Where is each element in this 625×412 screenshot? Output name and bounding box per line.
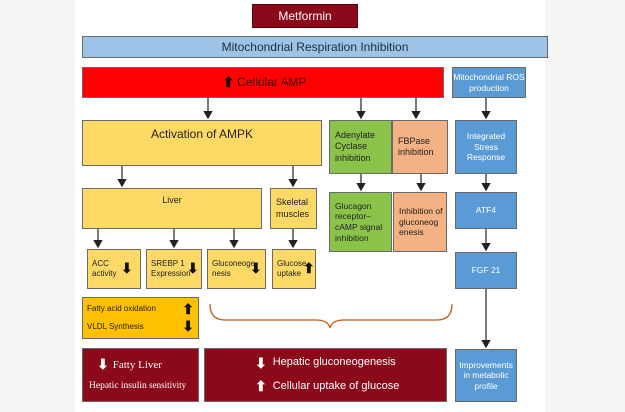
glucagon-box: Glucagon receptor– cAMP signal inhibitio… — [329, 192, 392, 252]
liver-label: Liver — [162, 195, 182, 205]
fbpase-label: FBPase inhibition — [398, 135, 434, 157]
acc-box: ACC activity ⬇ — [87, 249, 141, 289]
up-arrow-icon: ⬆ — [182, 300, 194, 317]
isr-label: Integrated Stress Response — [466, 131, 506, 163]
fgf21-box: FGF 21 — [455, 252, 517, 289]
inhibition-gluco-box: Inhibition of gluconeog enesis — [393, 192, 447, 252]
up-arrow-icon: ⬆ — [255, 378, 267, 394]
cellular-uptake-label: Cellular uptake of glucose — [272, 379, 400, 392]
mito-respiration-box: Mitochondrial Respiration Inhibition — [82, 36, 548, 58]
hepatic-insulin-label: Hepatic insulin — [89, 381, 147, 392]
down-arrow-icon: ⬇ — [97, 357, 109, 373]
down-arrow-icon: ⬇ — [255, 354, 267, 371]
down-arrow-icon: ⬇ — [250, 260, 262, 277]
skeletal-box: Skeletal muscles — [270, 188, 317, 229]
ampk-box: Activation of AMPK — [82, 120, 322, 166]
down-arrow-icon: ⬇ — [182, 318, 194, 334]
mito-ros-box: Mitochondrial ROS production — [452, 67, 526, 98]
metformin-label: Metformin — [278, 8, 332, 23]
gluconeo-box: Gluconeoge nesis ⬇ — [207, 249, 266, 289]
fatty-acid-label: Fatty acid oxidation — [87, 304, 156, 314]
mito-ros-label: Mitochondrial ROS production — [453, 71, 525, 93]
up-arrow-icon: ⬆ — [222, 73, 235, 90]
improvements-label: Improvements in metabolic profile — [459, 359, 513, 391]
fatty-liver-label: Fatty Liver — [112, 358, 162, 371]
fgf21-label: FGF 21 — [471, 265, 501, 276]
glucose-uptake-label: Glucose uptake — [277, 259, 307, 278]
fatty-liver-box: ⬇ Fatty Liver Hepatic insulin sensitivit… — [82, 348, 199, 402]
gluconeo-label: Gluconeoge nesis — [212, 259, 256, 278]
isr-box: Integrated Stress Response — [455, 120, 517, 174]
acc-label: ACC activity — [92, 259, 117, 278]
glucose-uptake-box: Glucose uptake ⬆ — [272, 249, 316, 289]
liver-box: Liver — [82, 188, 262, 229]
cellular-amp-box: ⬆ Cellular AMP — [82, 67, 444, 98]
fatty-acid-box: Fatty acid oxidation ⬆ VLDL Synthesis ⬇ — [82, 297, 199, 339]
atf4-box: ATF4 — [455, 192, 517, 229]
improvements-box: Improvements in metabolic profile — [455, 349, 517, 402]
up-arrow-icon: ⬆ — [303, 260, 315, 277]
hepatic-gluco-label: Hepatic gluconeogenesis — [272, 356, 396, 369]
adenylate-label: Adenylate Cyclase inhibition — [335, 130, 376, 163]
atf4-label: ATF4 — [475, 205, 497, 216]
down-arrow-icon: ⬇ — [121, 260, 133, 277]
srebp-label: SREBP 1 Expression — [151, 259, 191, 278]
inhibition-gluco-label: Inhibition of gluconeog enesis — [399, 206, 443, 238]
mito-respiration-label: Mitochondrial Respiration Inhibition — [221, 39, 409, 54]
adenylate-box: Adenylate Cyclase inhibition — [329, 120, 392, 174]
srebp-box: SREBP 1 Expression ⬇ — [146, 249, 202, 289]
ampk-label: Activation of AMPK — [150, 127, 254, 141]
vldl-label: VLDL Synthesis — [87, 321, 144, 331]
sensitivity-label: sensitivity — [149, 380, 187, 391]
skeletal-label: Skeletal muscles — [276, 197, 310, 219]
cellular-amp-label: Cellular AMP — [237, 75, 307, 89]
hepatic-gluco-box: ⬇ Hepatic gluconeogenesis ⬆ Cellular upt… — [204, 348, 447, 402]
metformin-box: Metformin — [252, 4, 358, 28]
fbpase-box: FBPase inhibition — [392, 120, 448, 174]
down-arrow-icon: ⬇ — [187, 260, 199, 277]
glucagon-label: Glucagon receptor– cAMP signal inhibitio… — [335, 200, 383, 243]
